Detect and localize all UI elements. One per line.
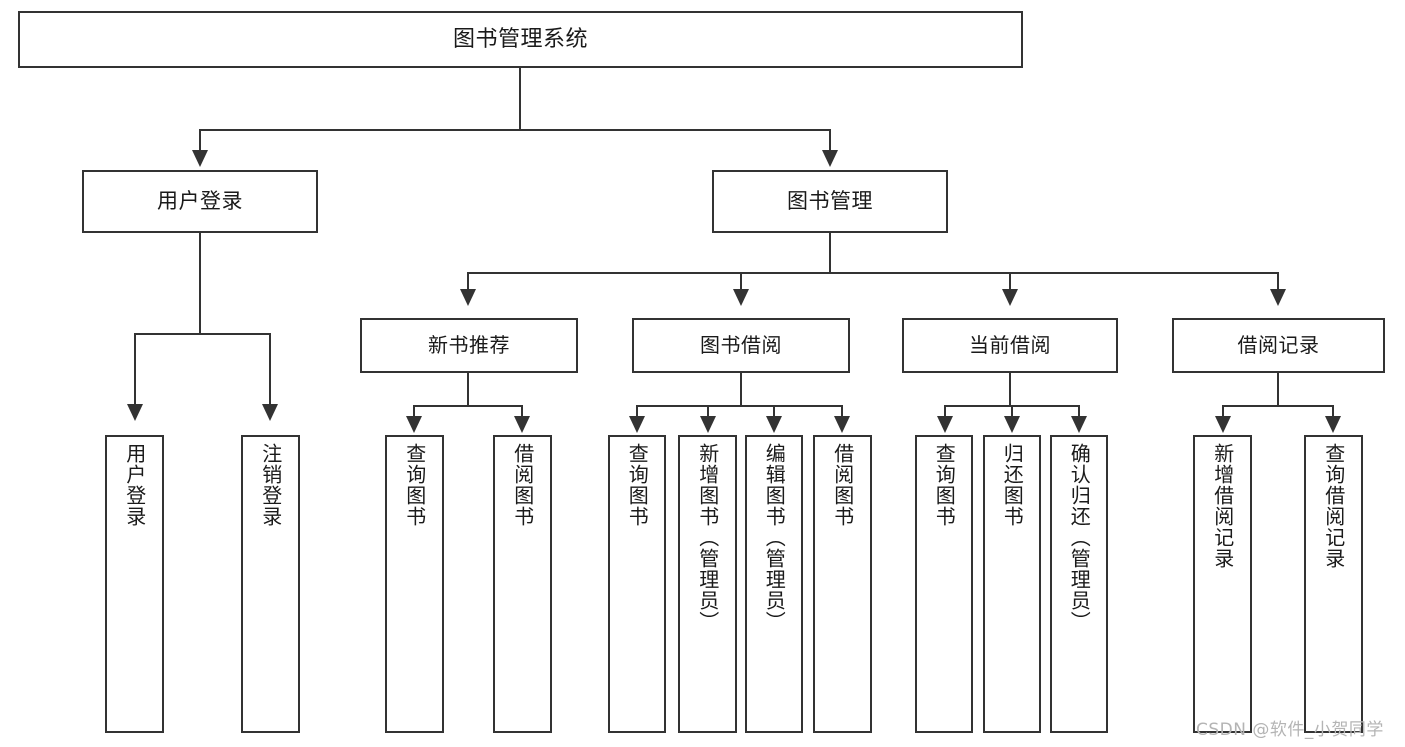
node-label: 查询图书 xyxy=(625,443,650,527)
arrowhead-new-book-rec-to-leaf-1 xyxy=(406,416,422,433)
node-label: 新增借阅记录 xyxy=(1210,443,1235,569)
connector-user-login-stem xyxy=(199,233,201,334)
arrowhead-book-manage-to-book-borrow xyxy=(733,289,749,306)
connector-book-borrow-to-leaf-4 xyxy=(841,405,843,417)
arrowhead-book-borrow-to-leaf-2 xyxy=(700,416,716,433)
connector-book-manage-to-current-borrow xyxy=(1009,272,1011,290)
node-label: 借阅图书 xyxy=(830,443,855,527)
connector-user-login-bus xyxy=(134,333,271,335)
node-label: 图书管理系统 xyxy=(452,26,588,52)
connector-book-borrow-to-leaf-3 xyxy=(773,405,775,417)
node-new-book-rec[interactable]: 新书推荐 xyxy=(360,318,578,373)
arrowhead-user-login-to-leaf-1 xyxy=(127,404,143,421)
connector-borrow-record-to-leaf-2 xyxy=(1332,405,1334,417)
leaf-query-book-3[interactable]: 查询图书 xyxy=(915,435,973,733)
connector-new-book-rec-to-leaf-2 xyxy=(521,405,523,417)
connector-new-book-rec-stem xyxy=(467,373,469,407)
connector-borrow-record-to-leaf-1 xyxy=(1222,405,1224,417)
node-label: 注销登录 xyxy=(258,443,283,527)
leaf-confirm-return[interactable]: 确认归还（管理员） xyxy=(1050,435,1108,733)
connector-new-book-rec-to-leaf-1 xyxy=(413,405,415,417)
connector-book-manage-to-book-borrow xyxy=(740,272,742,290)
leaf-query-book-2[interactable]: 查询图书 xyxy=(608,435,666,733)
leaf-query-record[interactable]: 查询借阅记录 xyxy=(1304,435,1363,733)
arrowhead-book-borrow-to-leaf-4 xyxy=(834,416,850,433)
node-label: 确认归还（管理员） xyxy=(1067,443,1092,632)
leaf-borrow-book-2[interactable]: 借阅图书 xyxy=(813,435,872,733)
leaf-user-login[interactable]: 用户登录 xyxy=(105,435,164,733)
connector-book-manage-bus xyxy=(467,272,1279,274)
connector-book-borrow-stem xyxy=(740,373,742,407)
arrowhead-current-borrow-to-leaf-2 xyxy=(1004,416,1020,433)
connector-current-borrow-to-leaf-1 xyxy=(944,405,946,417)
node-label: 当前借阅 xyxy=(969,333,1051,357)
node-borrow-record[interactable]: 借阅记录 xyxy=(1172,318,1385,373)
connector-book-borrow-to-leaf-1 xyxy=(636,405,638,417)
node-label: 用户登录 xyxy=(122,443,147,527)
connector-book-manage-to-borrow-record xyxy=(1277,272,1279,290)
connector-current-borrow-stem xyxy=(1009,373,1011,407)
leaf-borrow-book-1[interactable]: 借阅图书 xyxy=(493,435,552,733)
arrowhead-borrow-record-to-leaf-1 xyxy=(1215,416,1231,433)
csdn-watermark: CSDN @软件_小贺同学 xyxy=(1196,720,1384,740)
node-label: 查询图书 xyxy=(932,443,957,527)
arrowhead-book-manage-to-current-borrow xyxy=(1002,289,1018,306)
arrowhead-root-to-book-manage xyxy=(822,150,838,167)
node-root-system[interactable]: 图书管理系统 xyxy=(18,11,1023,68)
node-label: 新增图书（管理员） xyxy=(695,443,720,632)
node-book-borrow[interactable]: 图书借阅 xyxy=(632,318,850,373)
node-user-login[interactable]: 用户登录 xyxy=(82,170,318,233)
arrowhead-book-borrow-to-leaf-3 xyxy=(766,416,782,433)
connector-borrow-record-stem xyxy=(1277,373,1279,407)
leaf-edit-book[interactable]: 编辑图书（管理员） xyxy=(745,435,803,733)
connector-current-borrow-to-leaf-3 xyxy=(1078,405,1080,417)
node-label: 借阅图书 xyxy=(510,443,535,527)
leaf-user-logout[interactable]: 注销登录 xyxy=(241,435,300,733)
node-label: 借阅记录 xyxy=(1237,333,1320,357)
connector-root-bus xyxy=(199,129,831,131)
arrowhead-book-manage-to-new-book-rec xyxy=(460,289,476,306)
connector-book-manage-to-new-book-rec xyxy=(467,272,469,290)
node-book-manage[interactable]: 图书管理 xyxy=(712,170,948,233)
leaf-return-book[interactable]: 归还图书 xyxy=(983,435,1041,733)
connector-new-book-rec-bus xyxy=(413,405,523,407)
leaf-add-record[interactable]: 新增借阅记录 xyxy=(1193,435,1252,733)
node-label: 查询借阅记录 xyxy=(1321,443,1346,569)
arrowhead-borrow-record-to-leaf-2 xyxy=(1325,416,1341,433)
connector-root-to-book-manage xyxy=(829,129,831,151)
connector-book-borrow-to-leaf-2 xyxy=(707,405,709,417)
connector-root-to-user-login xyxy=(199,129,201,151)
arrowhead-book-manage-to-borrow-record xyxy=(1270,289,1286,306)
connector-borrow-record-bus xyxy=(1222,405,1334,407)
arrowhead-current-borrow-to-leaf-1 xyxy=(937,416,953,433)
node-label: 查询图书 xyxy=(402,443,427,527)
node-label: 图书借阅 xyxy=(700,333,782,357)
arrowhead-current-borrow-to-leaf-3 xyxy=(1071,416,1087,433)
node-label: 用户登录 xyxy=(157,189,243,214)
node-label: 归还图书 xyxy=(1000,443,1025,527)
node-current-borrow[interactable]: 当前借阅 xyxy=(902,318,1118,373)
arrowhead-book-borrow-to-leaf-1 xyxy=(629,416,645,433)
arrowhead-user-login-to-leaf-2 xyxy=(262,404,278,421)
node-label: 编辑图书（管理员） xyxy=(762,443,787,632)
connector-book-manage-stem xyxy=(829,233,831,274)
node-label: 图书管理 xyxy=(787,189,873,214)
connector-current-borrow-to-leaf-2 xyxy=(1011,405,1013,417)
leaf-query-book-1[interactable]: 查询图书 xyxy=(385,435,444,733)
connector-root-stem xyxy=(519,68,521,130)
node-label: 新书推荐 xyxy=(428,333,510,357)
connector-user-login-to-leaf-2 xyxy=(269,333,271,405)
arrowhead-root-to-user-login xyxy=(192,150,208,167)
connector-book-borrow-bus xyxy=(636,405,842,407)
leaf-add-book[interactable]: 新增图书（管理员） xyxy=(678,435,737,733)
connector-user-login-to-leaf-1 xyxy=(134,333,136,405)
arrowhead-new-book-rec-to-leaf-2 xyxy=(514,416,530,433)
